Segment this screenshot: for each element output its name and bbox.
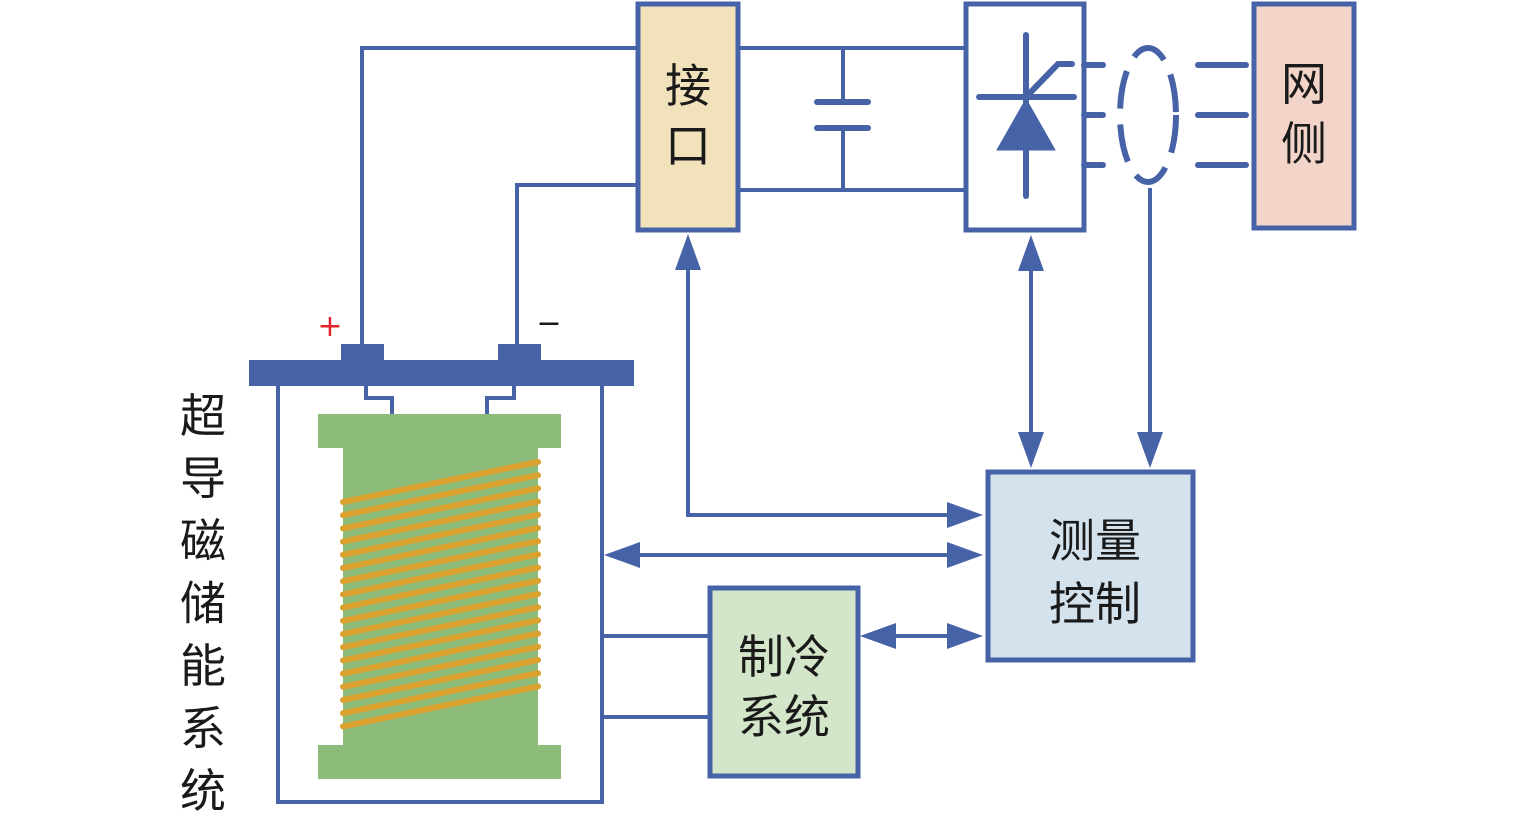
coil-turn [340, 630, 541, 677]
coil-turn [340, 617, 541, 664]
measure-control-block[interactable]: 测量 控制 [985, 469, 1196, 663]
coil-turn [340, 472, 541, 519]
minus-sign: − [536, 306, 561, 341]
plus-sign: + [317, 309, 342, 344]
measure-label-1: 测量 [1049, 514, 1141, 568]
signal-lines [602, 188, 1152, 719]
coil-turn [340, 670, 541, 717]
arrow-left-vessel [604, 542, 640, 568]
coil-turn [340, 485, 541, 532]
arrow-up-converter [1018, 235, 1044, 271]
vessel-lid [249, 360, 634, 386]
coil-turn [340, 538, 541, 585]
grid-label-1: 网 [1281, 57, 1327, 111]
coil-turn [340, 604, 541, 651]
cooling-label-1: 制冷 [738, 630, 830, 684]
ac-terminals [1081, 62, 1106, 168]
coil-turn [340, 683, 541, 730]
cooling-block[interactable]: 制冷 系统 [707, 585, 861, 779]
ac-lines [1195, 62, 1249, 168]
cooling-label-2: 系统 [738, 690, 830, 744]
arrow-right-measure-3 [947, 623, 983, 649]
thyristor-icon [976, 32, 1077, 199]
grid-block[interactable]: 网 侧 [1251, 1, 1357, 231]
title-char: 储 [180, 577, 226, 631]
coil-windings [340, 459, 541, 730]
coil-turn [340, 564, 541, 611]
arrowheads [604, 234, 1163, 649]
coil-turn [340, 551, 541, 598]
coil-turn [340, 657, 541, 703]
arrow-right-measure-2 [947, 542, 983, 568]
coil-turn [340, 591, 541, 637]
dc-wires [360, 46, 966, 348]
coil-turn [340, 577, 541, 624]
arrow-right-measure-1 [947, 502, 983, 528]
plus-wire [360, 46, 638, 348]
interface-label-1: 接 [665, 59, 711, 113]
converter-block[interactable] [963, 1, 1106, 233]
coil-turn [340, 498, 541, 545]
arrow-down-sensor [1137, 432, 1163, 468]
coil-turn [340, 459, 541, 505]
minus-terminal [498, 344, 541, 362]
title-char: 磁 [180, 514, 226, 568]
current-sensor-icon [1117, 45, 1179, 185]
interface-label-2: 口 [665, 119, 711, 173]
plus-terminal [341, 344, 384, 362]
superconducting-coil [318, 414, 561, 779]
title-char: 超 [180, 389, 226, 443]
measure-label-2: 控制 [1049, 577, 1141, 631]
coil-turn [340, 511, 541, 558]
coil-turn [340, 525, 541, 571]
arrow-up-interface [675, 234, 701, 270]
arrow-down-converter [1018, 432, 1044, 468]
title-char: 系 [180, 702, 226, 756]
arrow-left-cooling [860, 623, 896, 649]
interface-block[interactable]: 接 口 [635, 1, 741, 233]
title-char: 导 [180, 452, 226, 506]
coil-turn [340, 643, 541, 690]
title-char: 能 [180, 639, 226, 693]
title-char: 统 [180, 764, 226, 815]
capacitor-icon [814, 99, 871, 131]
minus-wire [515, 183, 638, 348]
grid-label-2: 侧 [1281, 117, 1327, 171]
